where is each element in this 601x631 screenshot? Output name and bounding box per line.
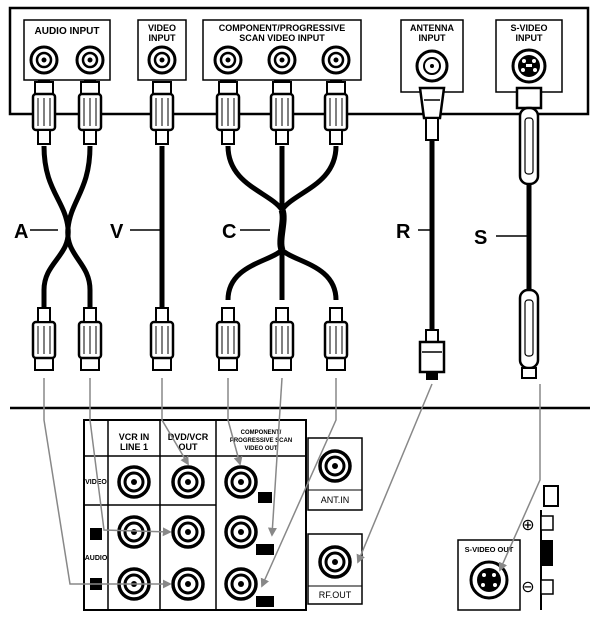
pb-out-badge: Pb [260, 546, 270, 555]
partial-device-edge [540, 485, 559, 610]
audio-left-plug-bottom [31, 306, 57, 372]
video-input-label-1: VIDEO [148, 23, 176, 33]
rf-plug-bottom [418, 340, 446, 374]
y-plug-bottom [323, 306, 349, 372]
ant-in-jack[interactable] [318, 449, 352, 483]
connection-lines [43, 377, 541, 589]
component-out-label-2: PROGRESSIVE SCAN [230, 438, 292, 444]
pb-connection [267, 377, 283, 537]
component-input-label-1: COMPONENT/PROGRESSIVE [219, 23, 346, 33]
pb-plug-bottom [269, 306, 295, 372]
audio-right-plug-bottom [77, 306, 103, 372]
component-out-label-3: VIDEO OUT [244, 446, 277, 452]
svideo-input-group: S-VIDEO INPUT [495, 19, 563, 93]
y-out-badge: Y [262, 494, 268, 503]
cable-label-c: C [222, 221, 236, 243]
pr-input-jack[interactable] [213, 45, 243, 75]
pb-plug-top [269, 80, 295, 146]
video-cable: V [110, 80, 175, 372]
cable-label-v: V [110, 221, 124, 243]
cable-label-r: R [396, 221, 411, 243]
pr-plug-bottom [215, 306, 241, 372]
video-plug-bottom [149, 306, 175, 372]
rf-connection [356, 383, 433, 564]
pr-plug-top [215, 80, 241, 146]
pr-y-connection [227, 378, 243, 466]
ant-in-label: ANT.IN [321, 495, 350, 505]
svideo-cable: S [474, 86, 543, 379]
y-pr-connection [260, 378, 337, 588]
y-plug-top [323, 80, 349, 146]
svideo-out-label: S-VIDEO OUT [465, 545, 514, 554]
video-connection [161, 378, 189, 466]
audio-left-plug-top [31, 80, 57, 146]
audio-input-label: AUDIO INPUT [35, 26, 100, 37]
vcr-in-video-jack[interactable] [117, 465, 151, 499]
component-cable: C [215, 80, 349, 372]
pr-out-jack[interactable] [224, 567, 258, 601]
svideo-input-label-1: S-VIDEO [510, 23, 547, 33]
audio-left-jack[interactable] [29, 45, 59, 75]
vcr-in-audio-l-jack[interactable] [117, 515, 151, 549]
rf-cable: R [396, 86, 446, 380]
dvd-out-audio-l-jack[interactable] [171, 515, 205, 549]
vcr-in-label-2: LINE 1 [120, 442, 148, 452]
audio-right-jack[interactable] [75, 45, 105, 75]
svideo-input-label-2: INPUT [516, 33, 544, 43]
antenna-input-label-2: INPUT [419, 33, 447, 43]
dvd-out-video-jack[interactable] [171, 465, 205, 499]
dvd-vcr-out-label-1: DVD/VCR [168, 432, 209, 442]
antenna-input-group: ANTENNA INPUT [400, 19, 464, 93]
dvd-out-audio-r-jack[interactable] [171, 567, 205, 601]
minus-icon: ⊖ [521, 577, 534, 596]
svideo-plug-top [515, 86, 543, 110]
cable-label-s: S [474, 227, 487, 249]
video-plug-top [149, 80, 175, 146]
audio-right-plug-top [77, 80, 103, 146]
video-input-jack[interactable] [147, 45, 177, 75]
audio-cable: A [14, 80, 103, 372]
tv-panel: AUDIO INPUT L R VIDEO INPUT COMPONENT/PR… [8, 6, 590, 116]
rf-out-label: RF.OUT [319, 590, 352, 600]
cable-label-a: A [14, 221, 28, 243]
dvd-vcr-out-label-2: OUT [179, 442, 199, 452]
rf-plug-top [418, 86, 446, 120]
video-input-group: VIDEO INPUT [137, 19, 187, 81]
svideo-connection [498, 384, 541, 572]
audio-r-connection [89, 378, 172, 537]
pb-out-jack[interactable] [224, 515, 258, 549]
component-input-group: COMPONENT/PROGRESSIVE SCAN VIDEO INPUT P… [202, 19, 362, 90]
rf-out-jack[interactable] [318, 545, 352, 579]
pr-out-badge: Pr [261, 598, 269, 607]
y-out-jack[interactable] [224, 465, 258, 499]
component-out-label-1: COMPONENT/ [241, 430, 282, 436]
component-input-label-2: SCAN VIDEO INPUT [239, 33, 325, 43]
y-input-jack[interactable] [321, 45, 351, 75]
audio-row-label: AUDIO [85, 555, 108, 562]
video-input-label-2: INPUT [149, 33, 177, 43]
antenna-input-label-1: ANTENNA [410, 23, 454, 33]
l-badge: L [94, 530, 99, 539]
pb-input-jack[interactable] [267, 45, 297, 75]
video-row-label: VIDEO [85, 479, 107, 486]
plus-icon: ⊕ [521, 515, 534, 534]
audio-l-connection [43, 378, 172, 589]
player-panel: VCR IN LINE 1 DVD/VCR OUT COMPONENT/ PRO… [83, 419, 559, 611]
audio-input-group: AUDIO INPUT L R [23, 19, 111, 90]
vcr-in-label-1: VCR IN [119, 432, 150, 442]
